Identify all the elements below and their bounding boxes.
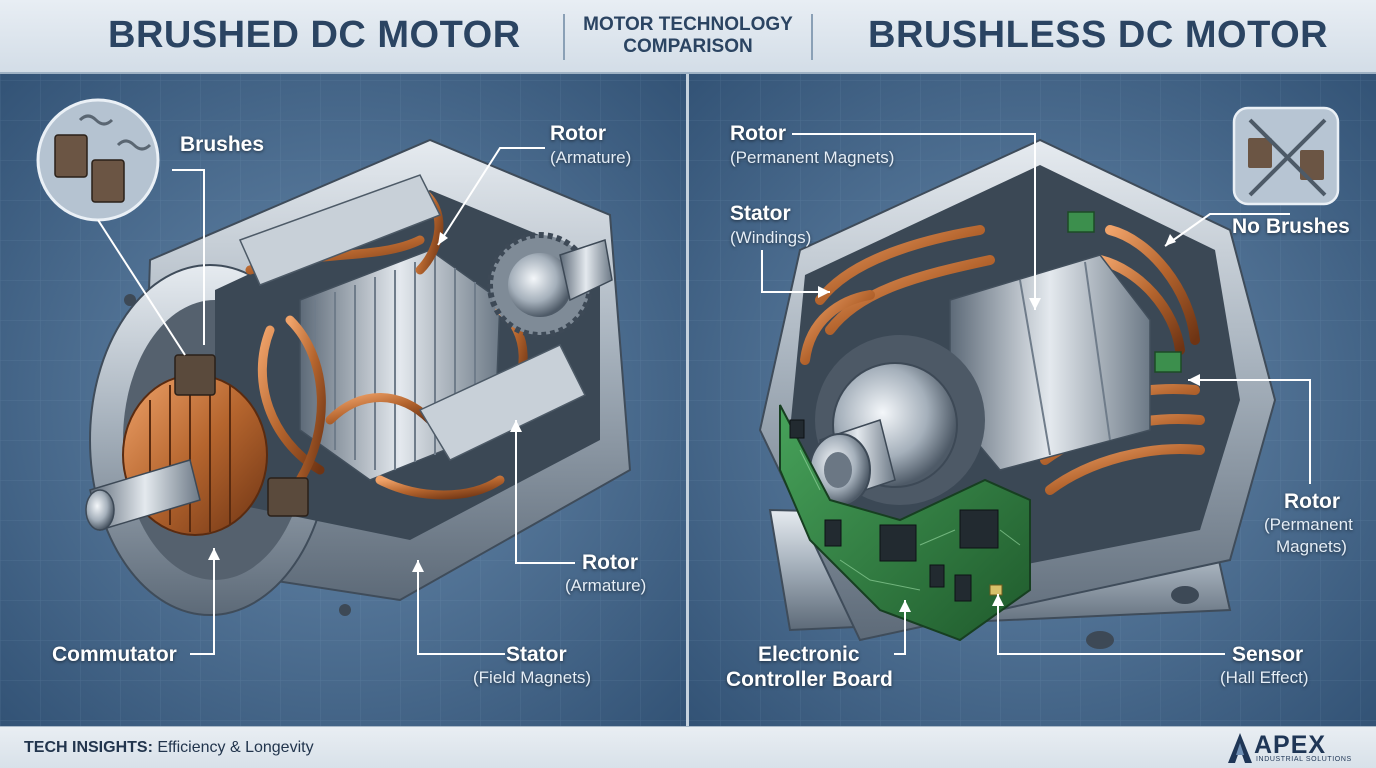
- tech-insights-label: TECH INSIGHTS:: [24, 739, 153, 756]
- label-commutator: Commutator: [52, 643, 177, 666]
- tech-insights-text: Efficiency & Longevity: [157, 739, 314, 756]
- label-rotor-top-left: Rotor: [550, 122, 606, 145]
- label-brushes: Brushes: [180, 133, 265, 156]
- label-sensor: Sensor: [1232, 643, 1304, 666]
- comparison-title-line2: COMPARISON: [623, 36, 753, 57]
- label-rotor-right-sub1: (Permanent: [1264, 515, 1353, 534]
- panel-separator: [686, 74, 689, 726]
- comparison-title: MOTOR TECHNOLOGY COMPARISON: [568, 14, 808, 64]
- brushed-leader-lines: [97, 147, 575, 655]
- brushed-motor-drawing: [85, 138, 632, 616]
- label-no-brushes: No Brushes: [1232, 215, 1350, 238]
- label-rotor-bottom-left: Rotor: [582, 551, 638, 574]
- brushed-title: BRUSHED DC MOTOR: [108, 14, 521, 56]
- tech-insights: TECH INSIGHTS: Efficiency & Longevity: [24, 739, 314, 757]
- header-divider-left: [563, 14, 565, 60]
- label-rotor-right-sub2: Magnets): [1276, 537, 1347, 556]
- label-stator-right: Stator: [730, 202, 791, 225]
- apex-logo: APEX INDUSTRIAL SOLUTIONS: [1228, 731, 1368, 765]
- no-brushes-inset: [1232, 106, 1340, 206]
- header-divider-right: [811, 14, 813, 60]
- brushless-leader-lines: [761, 133, 1311, 655]
- label-controller-line1: Electronic: [758, 643, 860, 666]
- label-rotor-top-right: Rotor: [730, 122, 786, 145]
- label-stator-right-sub: (Windings): [730, 228, 812, 247]
- comparison-title-line1: MOTOR TECHNOLOGY: [583, 14, 793, 35]
- label-rotor-right: Rotor: [1284, 490, 1340, 513]
- footer-bar: TECH INSIGHTS: Efficiency & Longevity AP…: [0, 726, 1376, 768]
- label-sensor-sub: (Hall Effect): [1220, 668, 1309, 687]
- apex-logo-mark-icon: [1228, 733, 1252, 763]
- label-stator-left: Stator: [506, 643, 567, 666]
- brushes-inset: [36, 98, 160, 222]
- apex-logo-word: APEX: [1254, 731, 1327, 759]
- label-stator-left-sub: (Field Magnets): [473, 668, 592, 687]
- label-rotor-bottom-left-sub: (Armature): [565, 576, 647, 595]
- brushless-title: BRUSHLESS DC MOTOR: [868, 14, 1329, 56]
- apex-logo-subtitle: INDUSTRIAL SOLUTIONS: [1256, 756, 1352, 763]
- label-rotor-top-left-sub: (Armature): [550, 148, 632, 167]
- header-bar: BRUSHED DC MOTOR MOTOR TECHNOLOGY COMPAR…: [0, 0, 1376, 74]
- brushless-motor-drawing: [758, 138, 1277, 649]
- motor-comparison-illustration: [0, 74, 1376, 726]
- label-controller-line2: Controller Board: [726, 668, 893, 691]
- label-rotor-top-right-sub: (Permanent Magnets): [730, 148, 895, 167]
